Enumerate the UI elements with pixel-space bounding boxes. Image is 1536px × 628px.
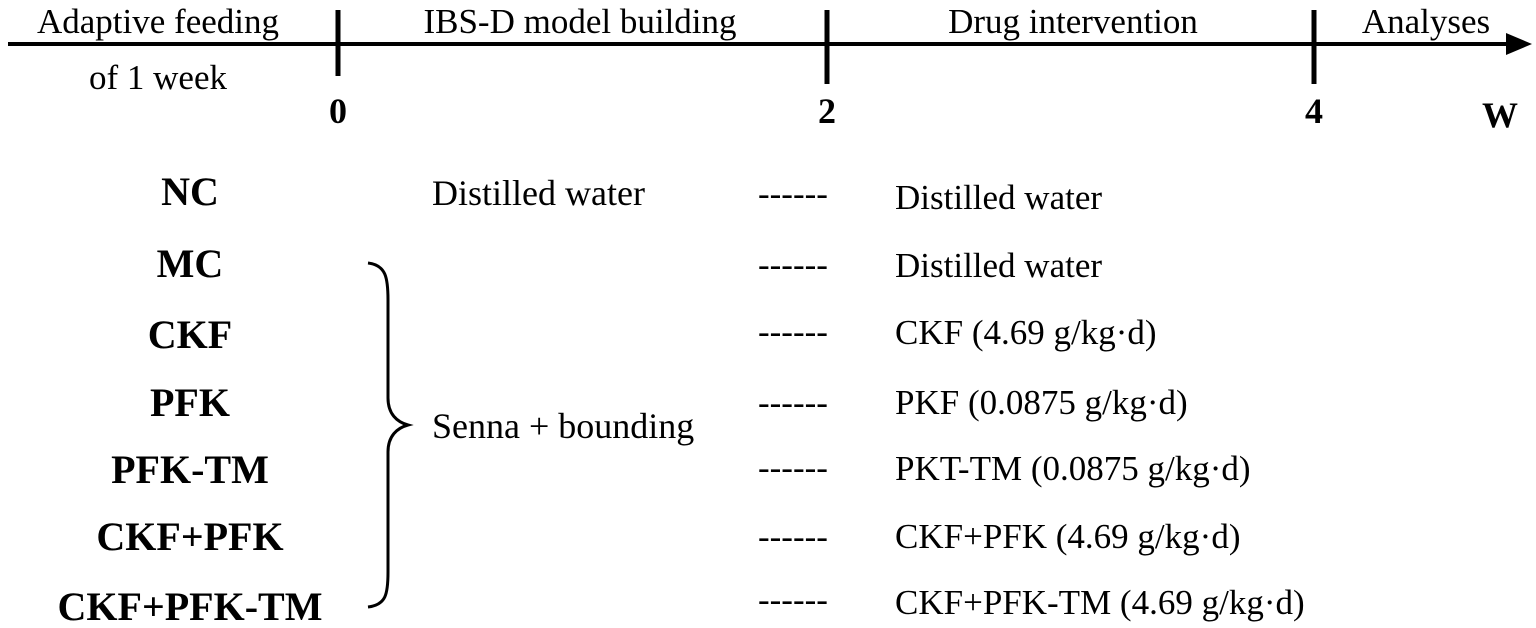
time-unit-label: W — [1482, 95, 1518, 135]
intervention-mc: Distilled water — [895, 246, 1102, 285]
intervention-ckf-pfk: CKF+PFK (4.69 g/kg·d) — [895, 517, 1240, 556]
group-label-ckf: CKF — [148, 312, 232, 357]
group-label-pfk-tm: PFK-TM — [111, 447, 269, 492]
phase-model-building: IBS-D model building — [423, 2, 736, 41]
intervention-pfk: PKF (0.0875 g/kg·d) — [895, 383, 1188, 422]
tick-label-2: 2 — [818, 91, 836, 131]
phase-analyses: Analyses — [1362, 2, 1490, 41]
connector-dashes: ------ — [758, 245, 828, 284]
connector-dashes: ------ — [758, 383, 828, 422]
intervention-nc: Distilled water — [895, 178, 1102, 217]
group-label-ckf-pfk: CKF+PFK — [96, 514, 283, 559]
connector-dashes: ------ — [758, 312, 828, 351]
group-label-pfk: PFK — [150, 380, 230, 425]
connector-dashes: ------ — [758, 448, 828, 487]
tick-label-0: 0 — [329, 91, 347, 131]
control-treatment-label: Distilled water — [432, 173, 645, 213]
connector-dashes: ------ — [758, 174, 828, 213]
group-label-nc: NC — [161, 169, 219, 214]
group-label-mc: MC — [157, 241, 224, 286]
intervention-pfk-tm: PKT-TM (0.0875 g/kg·d) — [895, 449, 1251, 488]
phase-drug-intervention: Drug intervention — [948, 2, 1198, 41]
phase-adaptive-feeding-duration: of 1 week — [89, 58, 228, 97]
model-groups-brace — [367, 261, 414, 609]
phase-adaptive-feeding: Adaptive feeding — [37, 2, 279, 41]
timeline-arrowhead — [1506, 33, 1532, 55]
group-label-ckf-pfk-tm: CKF+PFK-TM — [58, 584, 323, 628]
model-treatment-label: Senna + bounding — [432, 406, 694, 446]
connector-dashes: ------ — [758, 517, 828, 556]
connector-dashes: ------ — [758, 580, 828, 619]
tick-label-4: 4 — [1305, 91, 1323, 131]
intervention-ckf: CKF (4.69 g/kg·d) — [895, 313, 1157, 352]
intervention-ckf-pfk-tm: CKF+PFK-TM (4.69 g/kg·d) — [895, 583, 1305, 622]
